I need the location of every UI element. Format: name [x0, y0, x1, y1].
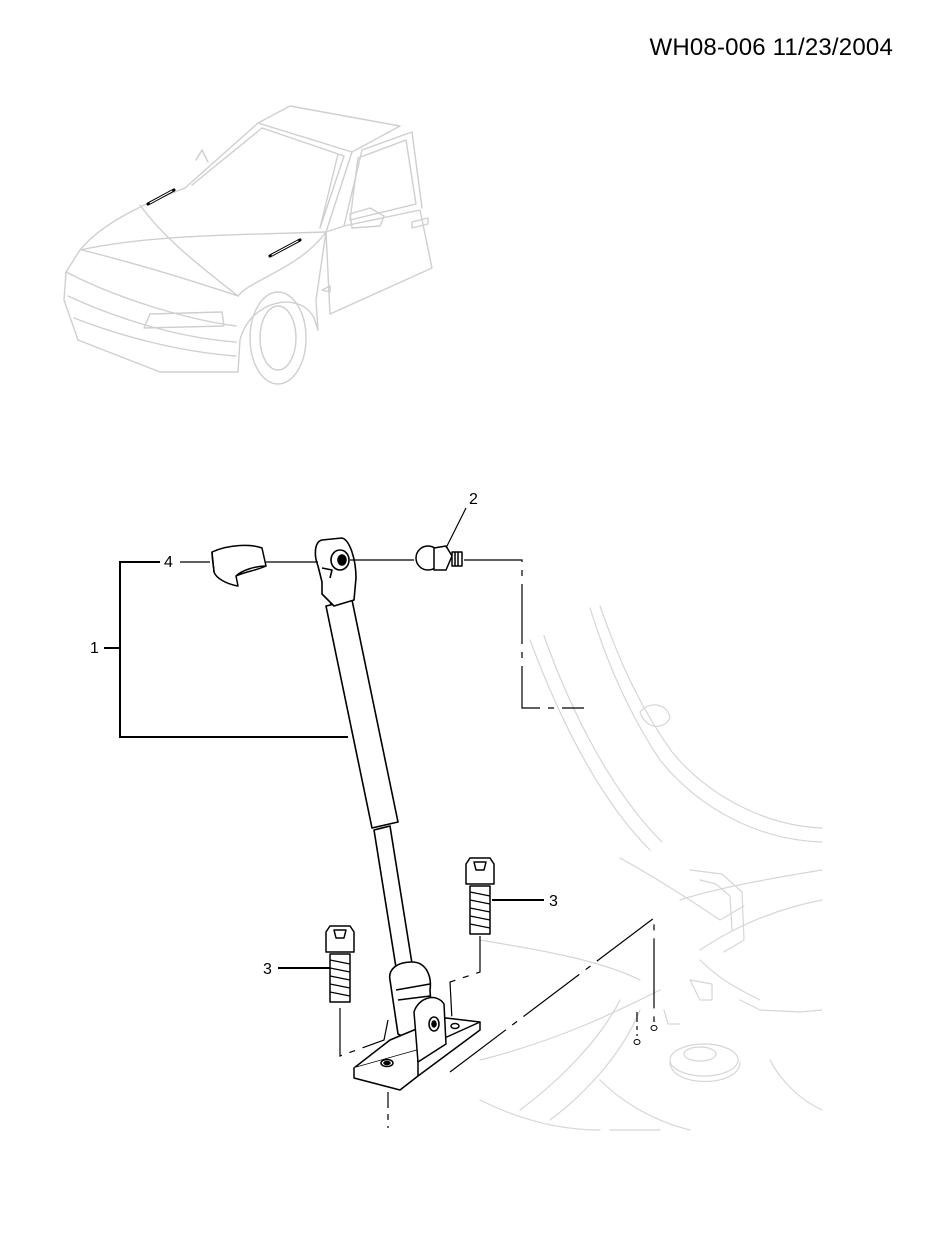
ball-stud[interactable]	[415, 545, 463, 571]
engine-bay-background	[479, 605, 823, 1131]
callout-1: 1	[90, 640, 99, 657]
vehicle-locator-illustration	[63, 105, 433, 385]
lower-mounting-bracket[interactable]	[353, 996, 481, 1091]
callout-4: 4	[164, 554, 173, 571]
diagram-id-label: WH08-006 11/23/2004	[649, 34, 893, 61]
callout-3-lower: 3	[263, 961, 272, 978]
retaining-clip[interactable]	[211, 544, 267, 587]
body-mount-holes	[633, 1025, 658, 1045]
hood-gas-strut[interactable]	[314, 537, 433, 1041]
strut-location-marks	[146, 188, 302, 258]
callout-3-upper: 3	[549, 893, 558, 910]
callout-2: 2	[469, 491, 478, 508]
bolt-lower[interactable]	[325, 925, 355, 1003]
leader-lines	[104, 507, 655, 1128]
bolt-upper[interactable]	[465, 857, 495, 935]
